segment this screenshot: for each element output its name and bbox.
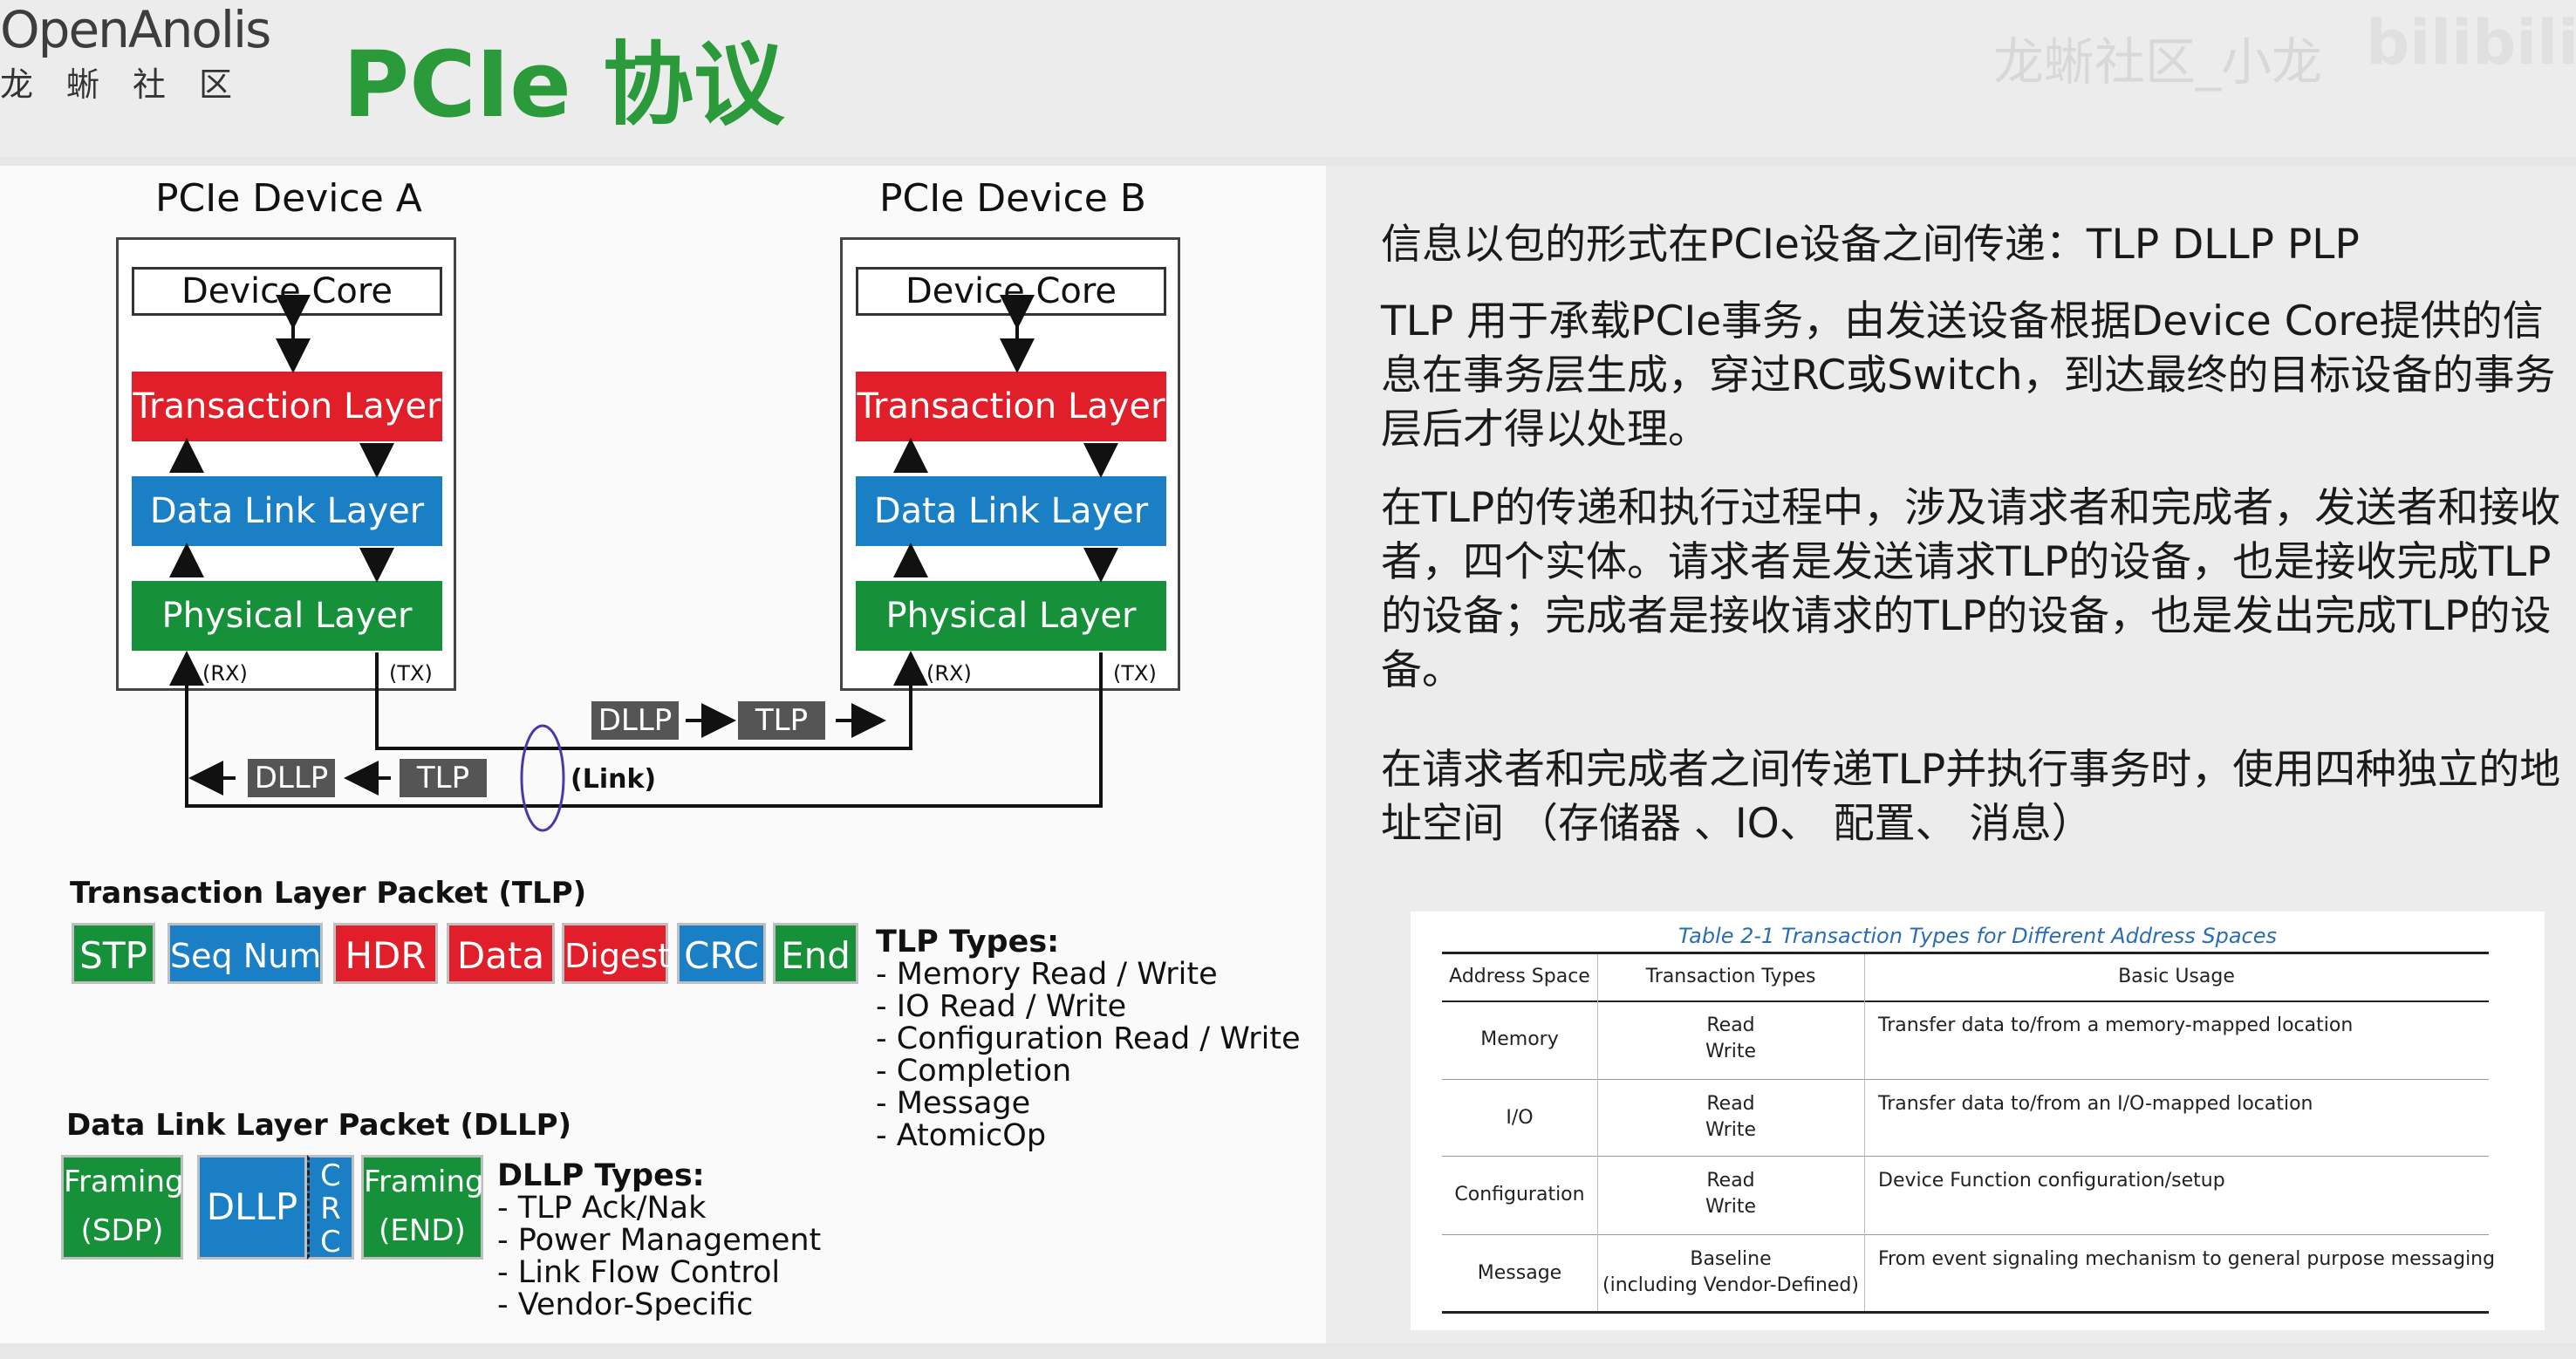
end-label: (END) bbox=[379, 1213, 466, 1248]
paragraph-tlp-purpose: TLP 用于承载PCIe事务，由发送设备根据Device Core提供的信息在事… bbox=[1381, 297, 2556, 454]
crc-letter: C bbox=[320, 1225, 341, 1260]
table-cell-space: Configuration bbox=[1454, 1184, 1585, 1205]
dllp-framing-sdp: Framing (SDP) bbox=[61, 1155, 184, 1260]
dllp-type-item: - Vendor-Specific bbox=[497, 1287, 754, 1322]
dllp-type-item: - Link Flow Control bbox=[497, 1255, 781, 1290]
paragraph-entities: 在TLP的传递和执行过程中，涉及请求者和完成者，发送者和接收者，四个实体。请求者… bbox=[1381, 484, 2561, 694]
device-a-rx-label: (RX) bbox=[202, 661, 248, 686]
tlp-section-title: Transaction Layer Packet (TLP) bbox=[70, 876, 587, 911]
table-cell-type: Write bbox=[1705, 1119, 1757, 1141]
tlp-field-stp: STP bbox=[72, 923, 155, 984]
dllp-section-title: Data Link Layer Packet (DLLP) bbox=[66, 1108, 572, 1143]
table-header-basic-usage: Basic Usage bbox=[2118, 966, 2235, 987]
address-space-table: Table 2-1 Transaction Types for Differen… bbox=[1411, 912, 2545, 1330]
table-cell-type: Read bbox=[1706, 1170, 1755, 1192]
bottom-dllp-packet: DLLP bbox=[248, 759, 335, 797]
device-a-data-link-layer: Data Link Layer bbox=[132, 476, 442, 546]
table-cell-space: Memory bbox=[1480, 1028, 1559, 1050]
table-caption: Table 2-1 Transaction Types for Differen… bbox=[1677, 924, 2277, 948]
table-col-divider bbox=[1597, 954, 1598, 1311]
sdp-label: (SDP) bbox=[80, 1213, 164, 1248]
paragraph-packet-types: 信息以包的形式在PCIe设备之间传递：TLP DLLP PLP bbox=[1381, 221, 2360, 269]
openanolis-logo: OpenAnolis 龙蜥社区 bbox=[0, 0, 279, 122]
slide-title: PCIe 协议 bbox=[343, 31, 784, 138]
paragraph-address-spaces: 在请求者和完成者之间传递TLP并执行事务时，使用四种独立的地址空间 （存储器 、… bbox=[1381, 746, 2561, 848]
tlp-type-item: - AtomicOp bbox=[876, 1118, 1047, 1153]
table-cell-type: Write bbox=[1705, 1041, 1757, 1062]
logo-subtitle: 龙蜥社区 bbox=[0, 65, 266, 104]
dllp-crc: C R C bbox=[307, 1155, 354, 1260]
tlp-field-crc: CRC bbox=[677, 923, 766, 984]
table-header-rule bbox=[1442, 1000, 2489, 1002]
device-a-transaction-layer: Transaction Layer bbox=[132, 372, 442, 441]
table-cell-space: Message bbox=[1477, 1262, 1562, 1284]
tlp-types-list: TLP Types: - Memory Read / Write - IO Re… bbox=[876, 926, 1301, 1152]
tlp-field-hdr: HDR bbox=[333, 923, 438, 984]
table-header-address-space: Address Space bbox=[1449, 966, 1590, 987]
tlp-field-end: End bbox=[773, 923, 858, 984]
crc-letter: R bbox=[320, 1192, 341, 1226]
table-top-rule bbox=[1442, 952, 2489, 954]
top-tlp-packet: TLP bbox=[738, 701, 825, 740]
tlp-type-item: - Configuration Read / Write bbox=[876, 1021, 1301, 1056]
dllp-type-item: - Power Management bbox=[497, 1223, 822, 1258]
uploader-watermark: 龙蜥社区_小龙 bbox=[1993, 32, 2323, 92]
link-label: (Link) bbox=[571, 764, 657, 795]
tlp-type-item: - Message bbox=[876, 1086, 1031, 1121]
device-b-transaction-layer: Transaction Layer bbox=[856, 372, 1166, 441]
slide-header: OpenAnolis 龙蜥社区 PCIe 协议 龙蜥社区_小龙 bilibili bbox=[0, 0, 2576, 157]
bilibili-logo-icon: bilibili bbox=[2366, 7, 2576, 79]
table-cell-usage: Transfer data to/from a memory-mapped lo… bbox=[1878, 1014, 2354, 1036]
crc-letter: C bbox=[320, 1158, 341, 1193]
table-cell-type: Baseline bbox=[1690, 1248, 1772, 1270]
table-bottom-rule bbox=[1442, 1311, 2489, 1314]
tlp-type-item: - Completion bbox=[876, 1054, 1072, 1089]
table-row-rule bbox=[1442, 1156, 2489, 1157]
tlp-types-title: TLP Types: bbox=[876, 925, 1060, 959]
framing-label: Framing bbox=[364, 1164, 484, 1199]
framing-label: Framing bbox=[64, 1164, 184, 1199]
table-row-rule bbox=[1442, 1234, 2489, 1235]
table-header-transaction-types: Transaction Types bbox=[1645, 966, 1816, 987]
tlp-field-data: Data bbox=[447, 923, 555, 984]
table-cell-type: Write bbox=[1705, 1196, 1757, 1218]
table-cell-usage: Device Function configuration/setup bbox=[1878, 1170, 2225, 1192]
device-a-tx-label: (TX) bbox=[389, 661, 433, 686]
table-cell-type: Read bbox=[1706, 1093, 1755, 1115]
table-cell-usage: From event signaling mechanism to genera… bbox=[1878, 1248, 2496, 1270]
table-cell-usage: Transfer data to/from an I/O-mapped loca… bbox=[1878, 1093, 2313, 1115]
dllp-type-item: - TLP Ack/Nak bbox=[497, 1191, 707, 1226]
dllp-body: DLLP bbox=[197, 1155, 307, 1260]
device-a-physical-layer: Physical Layer bbox=[132, 581, 442, 651]
table-cell-space: I/O bbox=[1506, 1107, 1534, 1129]
device-b-tx-label: (TX) bbox=[1113, 661, 1157, 686]
table-col-divider bbox=[1864, 954, 1865, 1311]
tlp-field-seq-num: Seq Num bbox=[167, 923, 323, 984]
table-cell-type: (including Vendor-Defined) bbox=[1602, 1274, 1859, 1296]
dllp-types-list: DLLP Types: - TLP Ack/Nak - Power Manage… bbox=[497, 1160, 821, 1321]
dllp-types-title: DLLP Types: bbox=[497, 1158, 705, 1193]
device-a-title: PCIe Device A bbox=[155, 176, 422, 221]
tlp-field-digest: Digest bbox=[562, 923, 671, 984]
table-row-rule bbox=[1442, 1079, 2489, 1080]
top-dllp-packet: DLLP bbox=[591, 701, 679, 740]
bottom-tlp-packet: TLP bbox=[400, 759, 487, 797]
device-b-physical-layer: Physical Layer bbox=[856, 581, 1166, 651]
logo-text: OpenAnolis bbox=[0, 0, 271, 59]
device-b-data-link-layer: Data Link Layer bbox=[856, 476, 1166, 546]
device-b-rx-label: (RX) bbox=[926, 661, 972, 686]
tlp-type-item: - Memory Read / Write bbox=[876, 957, 1218, 992]
table-cell-type: Read bbox=[1706, 1014, 1755, 1036]
device-b-title: PCIe Device B bbox=[879, 176, 1146, 221]
dllp-framing-end: Framing (END) bbox=[361, 1155, 484, 1260]
tlp-type-item: - IO Read / Write bbox=[876, 989, 1127, 1024]
